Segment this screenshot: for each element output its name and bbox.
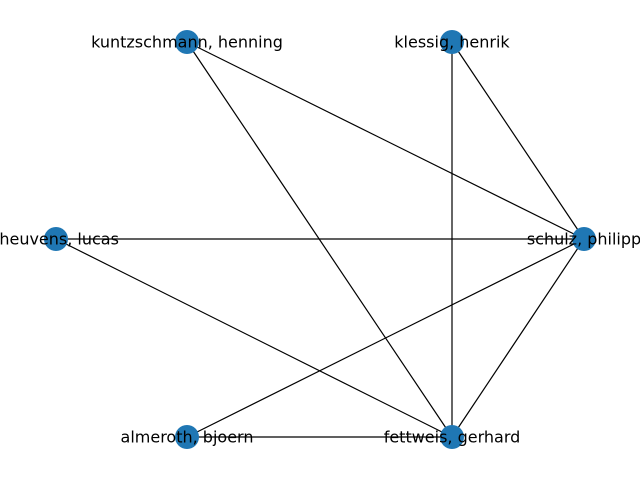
edge-theuvens-fettweis (55, 238, 453, 438)
edge-schulz-fettweis (451, 238, 585, 438)
node-almeroth (175, 425, 199, 449)
node-label-schulz: schulz, philipp (527, 230, 640, 249)
node-theuvens (44, 227, 68, 251)
edge-kuntzschmann-schulz (186, 41, 585, 240)
node-fettweis (440, 425, 464, 449)
label-layer: kuntzschmann, henning klessig, henrik theu… (0, 33, 640, 447)
edge-almeroth-schulz (186, 238, 585, 438)
edge-layer (55, 41, 585, 438)
node-label-fettweis: fettweis, gerhard (384, 428, 521, 447)
edge-klessig-schulz (451, 41, 585, 240)
node-label-almeroth: almeroth, bjoern (121, 428, 254, 447)
node-layer (44, 30, 596, 449)
node-schulz (572, 227, 596, 251)
node-label-kuntzschmann: kuntzschmann, henning (91, 33, 283, 52)
node-klessig (440, 30, 464, 54)
node-kuntzschmann (175, 30, 199, 54)
node-label-theuvens: theuvens, lucas (0, 230, 119, 249)
node-label-klessig: klessig, henrik (394, 33, 510, 52)
